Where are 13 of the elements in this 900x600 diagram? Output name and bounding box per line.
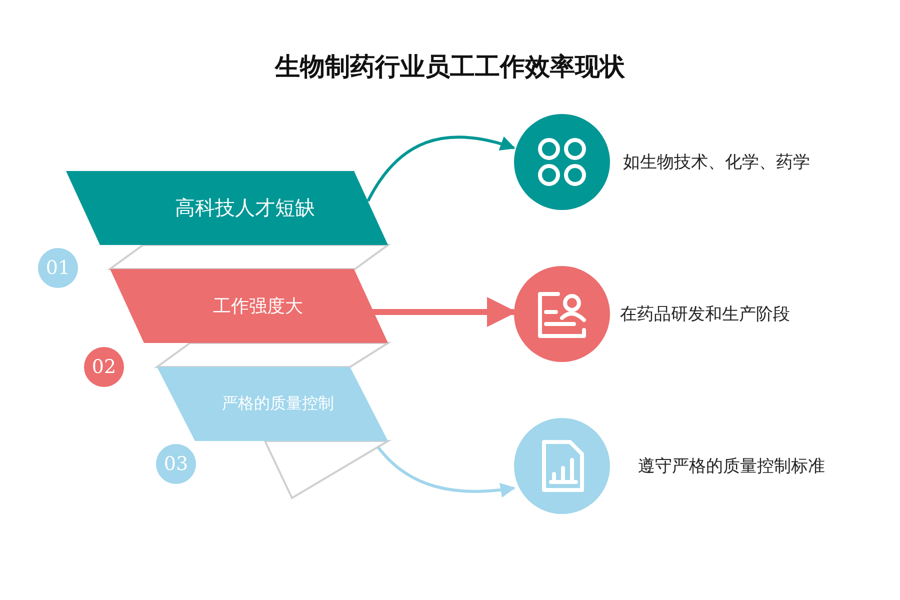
number-badge: 02 [84, 347, 124, 387]
arrow [376, 446, 516, 498]
number-badge: 03 [156, 444, 196, 484]
item-description: 如生物技术、化学、药学 [623, 152, 810, 174]
banner-label: 工作强度大 [213, 295, 303, 318]
banner-label: 高科技人才短缺 [175, 194, 315, 222]
banner-label: 严格的质量控制 [222, 394, 334, 414]
arrow [366, 136, 516, 202]
title: 生物制药行业员工工作效率现状 [274, 51, 626, 83]
item-description: 在药品研发和生产阶段 [620, 304, 790, 326]
arrow [372, 297, 517, 327]
number-badge: 01 [38, 248, 78, 288]
item-description: 遵守严格的质量控制标准 [638, 456, 825, 478]
